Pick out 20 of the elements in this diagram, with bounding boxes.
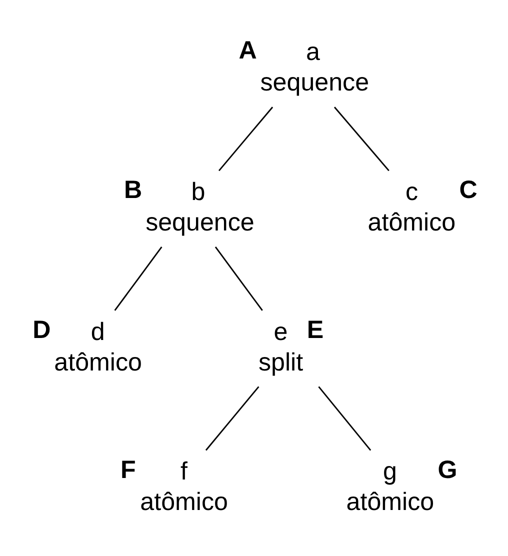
node-label: D [32, 316, 51, 344]
node-label: E [306, 316, 324, 344]
connector [334, 106, 390, 171]
node-text: e split [258, 317, 304, 376]
connector [318, 386, 372, 450]
node-text: b sequence [146, 178, 254, 236]
node-label: A [238, 36, 257, 64]
connector [214, 246, 263, 310]
node-text: a sequence [260, 38, 370, 96]
node-label: G [438, 455, 458, 484]
node-text: f atômico [140, 457, 228, 516]
connector [205, 386, 260, 450]
node-text: g atômico [346, 457, 434, 516]
node-text: c atômico [368, 178, 456, 236]
node-label: C [459, 176, 478, 204]
connector [218, 106, 274, 171]
node-text: d atômico [54, 317, 142, 376]
node-label: F [120, 455, 136, 484]
connector [114, 246, 162, 310]
node-label: B [124, 176, 142, 204]
